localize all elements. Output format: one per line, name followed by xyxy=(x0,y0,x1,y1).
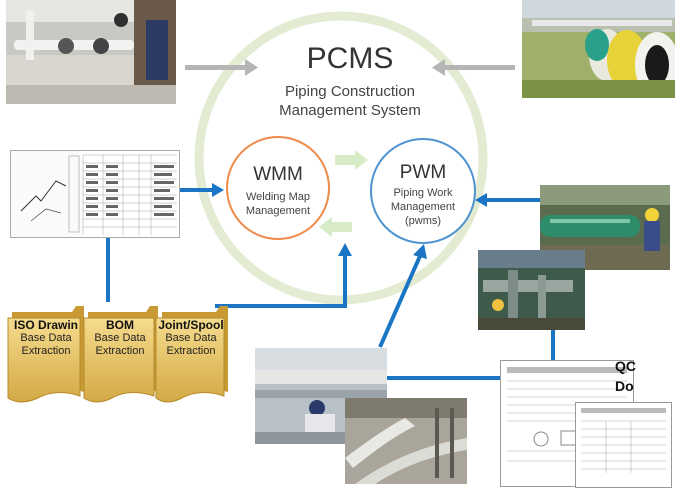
gray-arrow-left xyxy=(185,59,258,76)
drawing-sheet xyxy=(10,150,180,238)
pcms-subtitle-line1: Piping Construction xyxy=(284,83,416,100)
folder-bom-line1: Base Data xyxy=(94,332,146,344)
pwm-line1: Piping Work xyxy=(393,187,453,199)
wmm-title: WMM xyxy=(253,164,303,185)
qc-line2: Do xyxy=(615,378,634,394)
connector-folders-pwm xyxy=(215,256,347,308)
photo-pipe-rack xyxy=(345,398,467,484)
qc-line1: QC xyxy=(615,358,636,374)
folder-iso-line1: Base Data xyxy=(20,332,72,344)
folder-iso-title: ISO Drawin xyxy=(13,318,78,332)
wmm-line2: Management xyxy=(245,205,311,217)
arrowhead-wmm xyxy=(212,183,224,197)
wmm-node: WMM Welding Map Management xyxy=(226,136,330,240)
folder-joint-title: Joint/Spool xyxy=(158,318,224,332)
gray-arrow-right xyxy=(432,59,515,76)
qc-label: QC Do xyxy=(615,356,636,396)
pwm-line2: Management xyxy=(390,201,456,213)
arrowhead-pwm-left xyxy=(338,243,352,256)
pwm-desc: Piping Work Management (pwms) xyxy=(372,186,474,228)
green-arrow-to-pwm xyxy=(335,150,368,170)
photo-factory xyxy=(540,185,670,270)
pwm-line3: (pwms) xyxy=(404,215,442,227)
wmm-line1: Welding Map xyxy=(246,191,310,203)
folder-iso-label: ISO Drawin Base Data Extraction xyxy=(8,318,84,358)
folder-joint-line2: Extraction xyxy=(166,345,216,357)
pcms-subtitle: Piping Construction Management System xyxy=(260,82,440,120)
pcms-title: PCMS xyxy=(306,42,394,75)
folder-iso-line2: Extraction xyxy=(21,345,71,357)
photo-pipe-yard xyxy=(522,0,675,98)
arrowhead-pwm-bottom xyxy=(413,244,427,259)
arrowhead-pwm-right xyxy=(475,193,487,207)
pcms-subtitle-line2: Management System xyxy=(279,102,421,119)
pwm-node: PWM Piping Work Management (pwms) xyxy=(370,138,476,244)
photo-valves xyxy=(6,0,176,104)
folder-bom-title: BOM xyxy=(106,318,134,332)
folder-bom-label: BOM Base Data Extraction xyxy=(84,318,156,358)
folder-bom-line2: Extraction xyxy=(95,345,145,357)
folder-joint-line1: Base Data xyxy=(165,332,217,344)
connector-welding-pwm xyxy=(378,255,422,348)
pcms-ring xyxy=(194,11,488,305)
green-arrow-to-wmm xyxy=(319,217,352,237)
photo-workshop xyxy=(478,250,585,330)
qc-document-2 xyxy=(575,402,672,488)
pwm-title: PWM xyxy=(399,162,447,183)
wmm-desc: Welding Map Management xyxy=(228,190,328,218)
folder-joint-label: Joint/Spool Base Data Extraction xyxy=(156,318,226,358)
